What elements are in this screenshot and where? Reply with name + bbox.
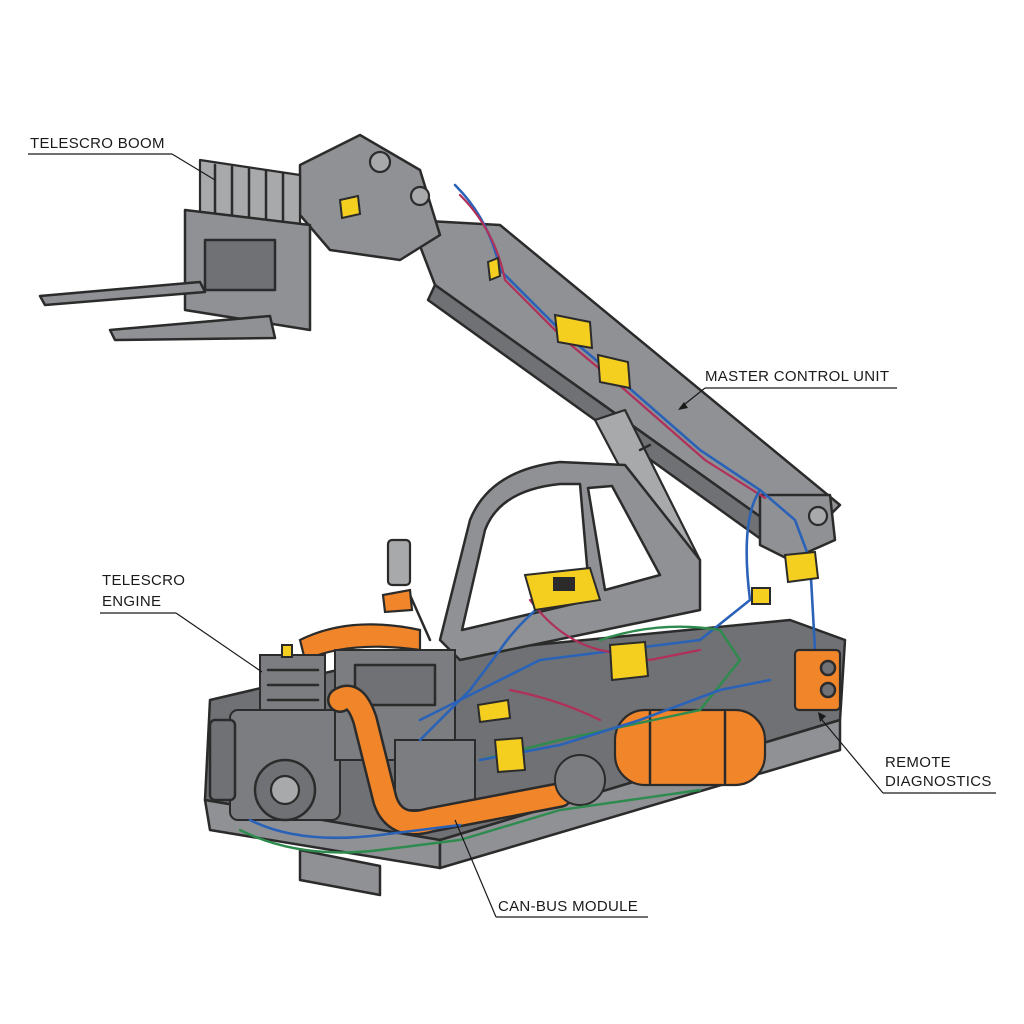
label-engine: TELESCRO ENGINE xyxy=(100,572,263,673)
yellow-modules xyxy=(281,194,820,774)
label-boom: TELESCRO BOOM xyxy=(28,135,216,181)
coolant-hoses xyxy=(327,684,767,836)
label-diagnostics: DIAGNOSTICS xyxy=(885,773,992,790)
label-engine: ENGINE xyxy=(102,593,161,610)
fork-carriage xyxy=(38,158,312,342)
label-master-control-unit: MASTER CONTROL UNIT xyxy=(705,368,889,385)
label-can-bus-module: CAN-BUS MODULE xyxy=(498,898,638,915)
label-master-control: MASTER CONTROL UNIT xyxy=(678,368,897,410)
label-canbus: CAN-BUS MODULE xyxy=(454,819,648,918)
remote-diagnostics-unit xyxy=(793,648,842,712)
engine-block xyxy=(208,623,476,822)
label-telescro: TELESCRO xyxy=(102,572,185,589)
label-remote: REMOTE xyxy=(885,754,951,771)
label-remote: REMOTE DIAGNOSTICS xyxy=(818,712,996,794)
label-telescro-boom: TELESCRO BOOM xyxy=(30,135,165,152)
